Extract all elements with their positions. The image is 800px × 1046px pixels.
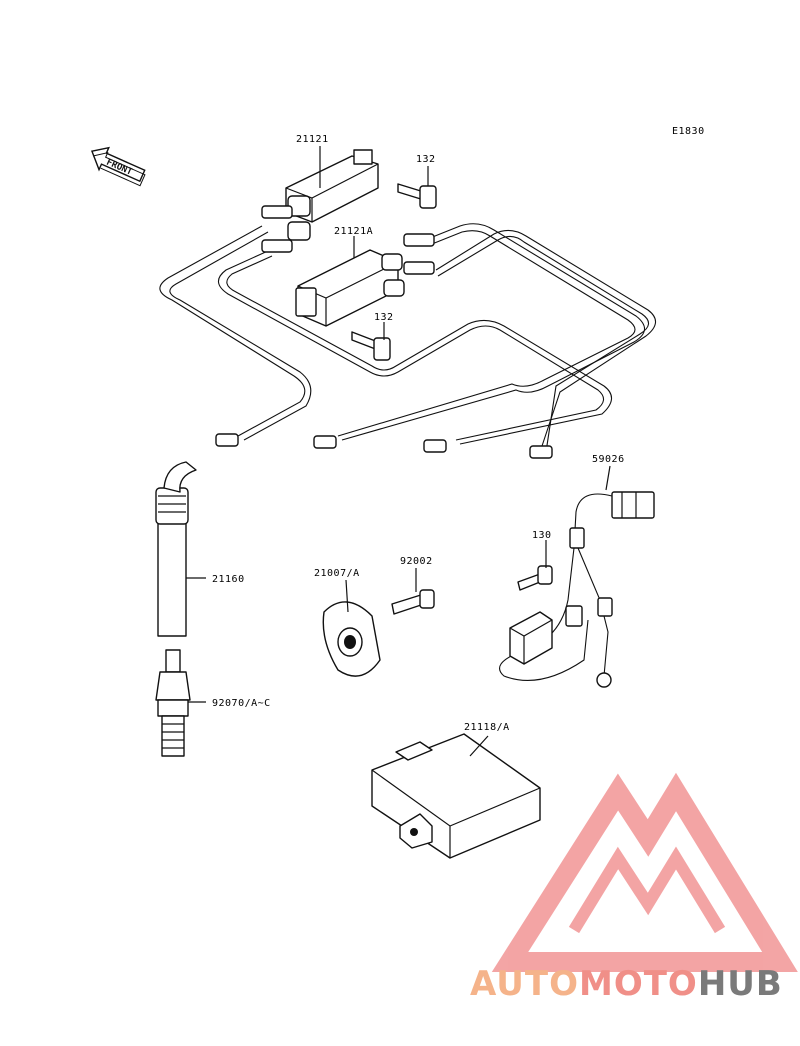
label-rotor: 21007/A xyxy=(314,568,360,579)
ignition-coil-upper xyxy=(261,149,379,253)
label-screw: 92002 xyxy=(400,556,433,567)
bolt-mid-icon xyxy=(351,331,391,361)
watermark-auto: AUTO xyxy=(470,964,579,1004)
pickup-coil-harness xyxy=(499,491,655,688)
igniter-unit xyxy=(371,733,541,859)
bolt-130-icon xyxy=(517,565,553,591)
label-bolt-130: 130 xyxy=(532,530,552,541)
ignition-coil-lower xyxy=(295,233,435,327)
plug-cap xyxy=(155,461,197,637)
automotohub-logo xyxy=(491,772,798,972)
ht-cables xyxy=(159,223,657,453)
bolt-top-icon xyxy=(397,183,437,209)
cable-end-2 xyxy=(313,435,337,449)
screw-icon xyxy=(391,589,435,615)
label-ignition-coil: 21121 xyxy=(296,134,329,145)
watermark-hub: HUB xyxy=(698,964,783,1004)
watermark-moto: MOTO xyxy=(579,964,698,1004)
spark-plug xyxy=(155,649,191,757)
cable-end-3 xyxy=(423,439,447,453)
label-pickup-harness: 59026 xyxy=(592,454,625,465)
label-igniter: 21118/A xyxy=(464,722,510,733)
watermark-text: AUTOMOTOHUB xyxy=(470,964,783,1004)
cable-end-1 xyxy=(215,433,239,447)
label-ignition-coil-a: 21121A xyxy=(334,226,373,237)
label-bolt-top: 132 xyxy=(416,154,436,165)
cable-end-4 xyxy=(529,445,553,459)
label-spark-plug: 92070/A~C xyxy=(212,698,271,709)
diagram-code: E1830 xyxy=(672,126,705,137)
label-plug-cap: 21160 xyxy=(212,574,245,585)
leader-lines xyxy=(186,146,611,757)
timing-rotor xyxy=(322,601,381,677)
front-arrow-icon: FRONT xyxy=(90,146,146,187)
label-bolt-mid: 132 xyxy=(374,312,394,323)
